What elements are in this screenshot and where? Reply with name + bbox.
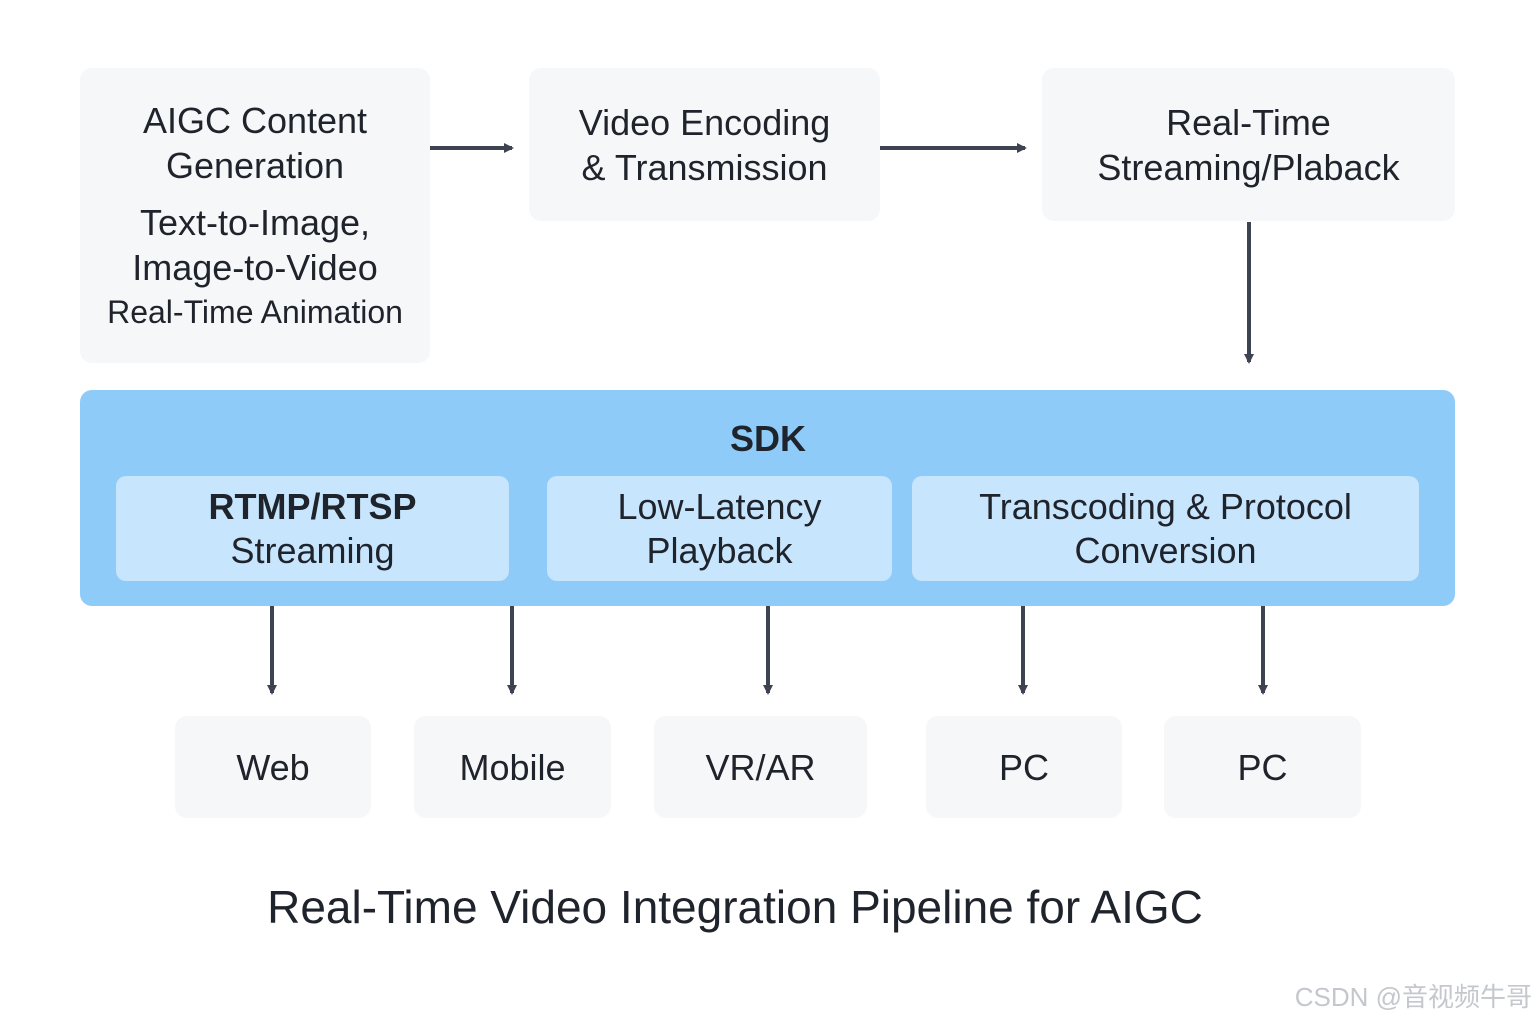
sdk-title: SDK — [729, 418, 806, 459]
sdk-module-low-latency: Low-Latency Playback — [547, 476, 892, 581]
watermark: CSDN @音视频牛哥 — [1294, 982, 1532, 1012]
real-time-streaming-box: Real-Time Streaming/Plaback — [1042, 68, 1455, 221]
target-web: Web — [175, 716, 371, 818]
low-latency-line-2: Playback — [646, 529, 793, 571]
target-web-label: Web — [236, 746, 310, 788]
diagram-caption: Real-Time Video Integration Pipeline for… — [267, 881, 1203, 933]
transcoding-line-2: Conversion — [1074, 529, 1257, 571]
target-vr-ar-label: VR/AR — [705, 746, 816, 788]
target-pc-1-label: PC — [998, 746, 1049, 788]
aigc-detail-line-3: Real-Time Animation — [107, 293, 403, 330]
low-latency-line-1: Low-Latency — [617, 485, 822, 527]
streaming-title-line-2: Streaming/Plaback — [1097, 146, 1400, 188]
aigc-detail-line-1: Text-to-Image, — [139, 201, 371, 243]
aigc-title-line-1: AIGC Content — [142, 99, 368, 141]
target-mobile-label: Mobile — [459, 746, 566, 788]
rtmp-line-1: RTMP/RTSP — [208, 485, 417, 527]
target-vr-ar: VR/AR — [654, 716, 867, 818]
target-pc-1: PC — [926, 716, 1122, 818]
target-pc-2-label: PC — [1237, 746, 1288, 788]
streaming-title-line-1: Real-Time — [1166, 101, 1331, 143]
video-encoding-box: Video Encoding & Transmission — [529, 68, 880, 221]
aigc-content-box: AIGC Content Generation Text-to-Image, I… — [80, 68, 430, 363]
target-pc-2: PC — [1164, 716, 1361, 818]
encoding-title-line-1: Video Encoding — [578, 101, 831, 143]
encoding-title-line-2: & Transmission — [581, 146, 828, 188]
aigc-title-line-2: Generation — [165, 144, 345, 186]
rtmp-line-2: Streaming — [230, 529, 395, 571]
target-mobile: Mobile — [414, 716, 611, 818]
transcoding-line-1: Transcoding & Protocol — [979, 485, 1352, 527]
aigc-detail-line-2: Image-to-Video — [132, 246, 378, 288]
sdk-module-rtmp: RTMP/RTSP Streaming — [116, 476, 509, 581]
sdk-module-transcoding: Transcoding & Protocol Conversion — [912, 476, 1419, 581]
